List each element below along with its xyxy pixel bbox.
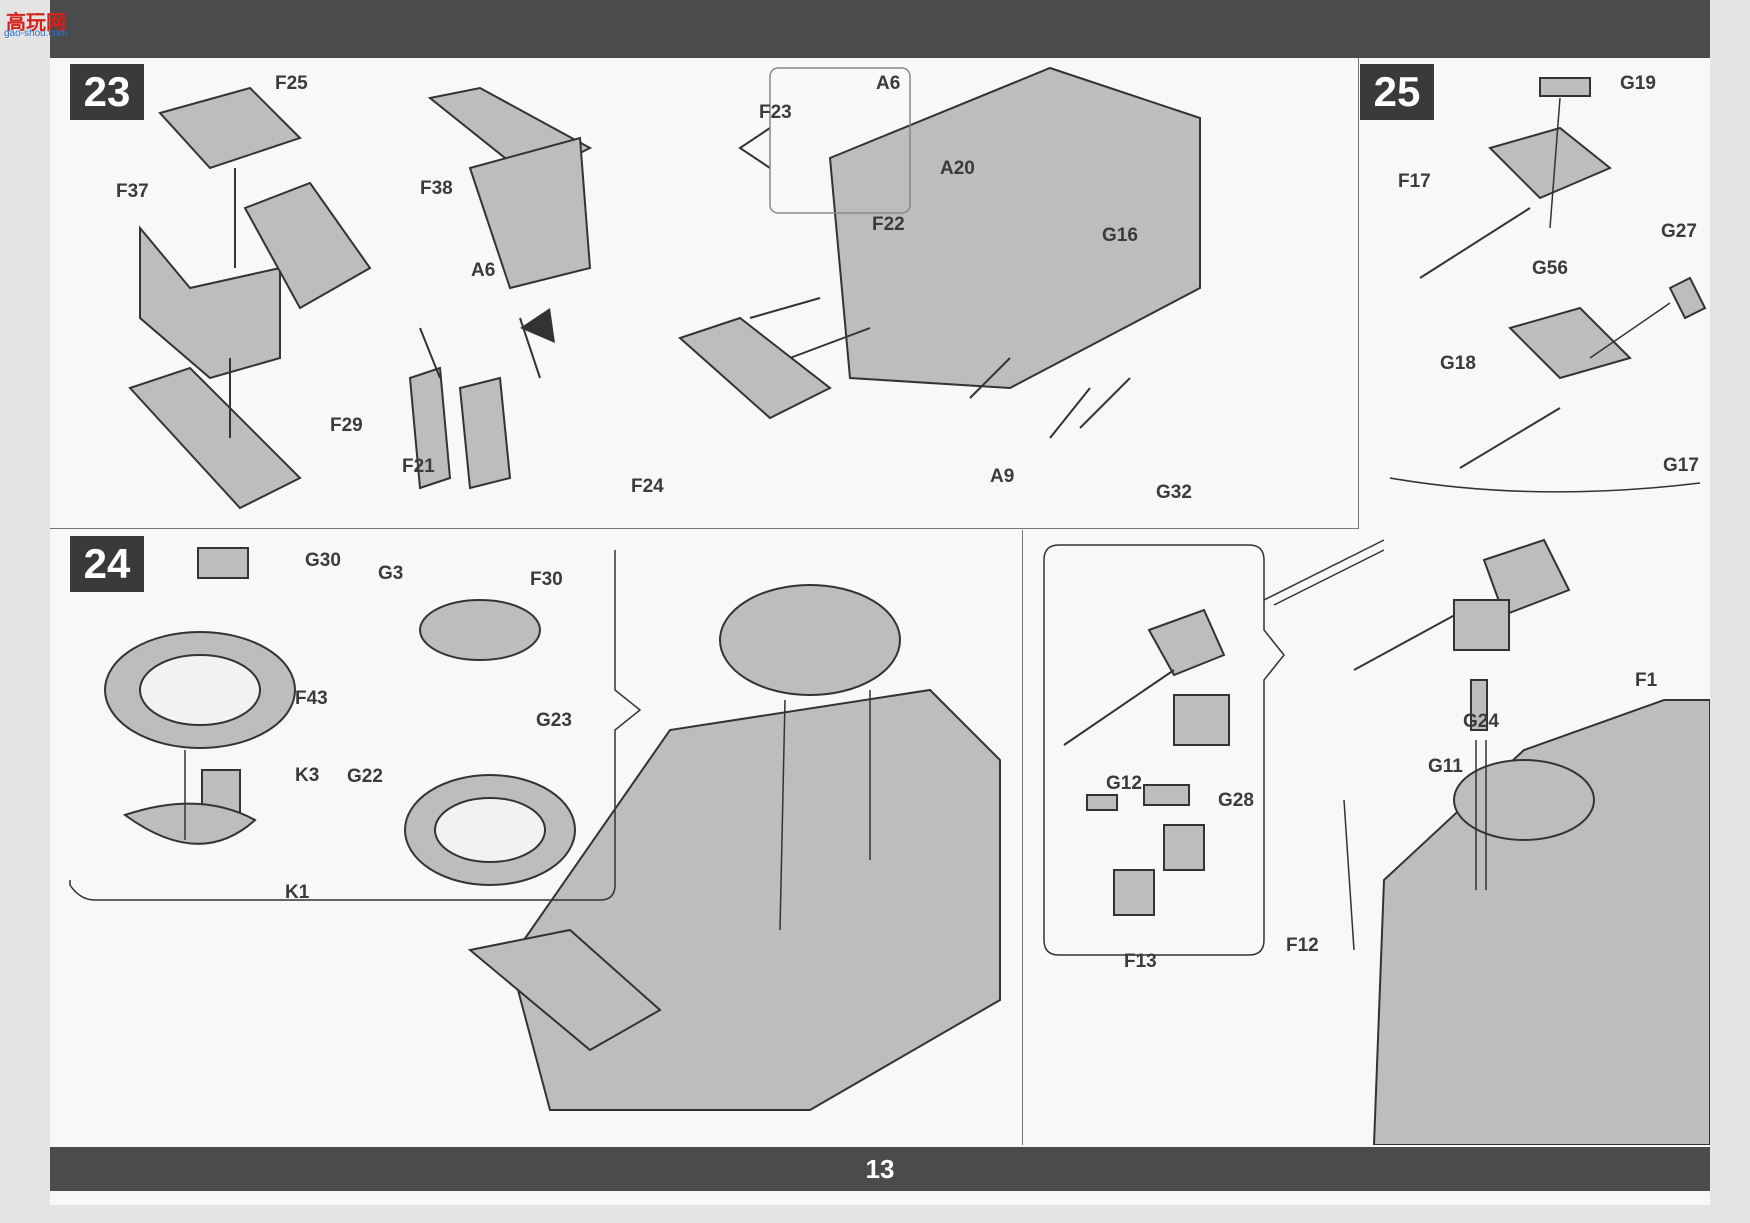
label-g32: G32 (1156, 482, 1192, 503)
label-g19: G19 (1620, 73, 1656, 94)
step-25-lower-panel: G12 G28 F12 F13 F1 G24 G11 (1024, 530, 1710, 1145)
label-g22: G22 (347, 766, 383, 787)
step-25-panel: 25 G19 F17 G56 G27 G18 G17 (1360, 58, 1710, 528)
instruction-page: 23 (50, 0, 1710, 1205)
watermark-logo: 高玩网 (6, 12, 66, 34)
step-23-illustration (128, 66, 1201, 510)
label-f23: F23 (759, 102, 792, 123)
label-f24: F24 (631, 476, 664, 497)
label-k3: K3 (295, 765, 320, 786)
label-f25: F25 (275, 73, 308, 94)
label-a20: A20 (940, 158, 975, 179)
label-f17: F17 (1398, 171, 1431, 192)
label-g23: G23 (536, 710, 572, 731)
label-f1: F1 (1635, 670, 1658, 691)
label-f43: F43 (295, 688, 328, 709)
step-24-badge: 24 (70, 536, 144, 592)
step-23-panel: 23 (50, 58, 1359, 529)
label-a6-detail: A6 (876, 73, 901, 94)
step-25-lower-illustration (1043, 538, 1710, 1145)
label-a6: A6 (471, 260, 496, 281)
label-f38: F38 (420, 178, 453, 199)
label-a9: A9 (990, 466, 1015, 487)
label-g56: G56 (1532, 258, 1568, 279)
label-g12: G12 (1106, 773, 1142, 794)
bottom-band (50, 1147, 1710, 1191)
watermark-url: gao-shou.com (4, 28, 68, 39)
label-f22: F22 (872, 214, 905, 235)
label-f29: F29 (330, 415, 363, 436)
label-f30: F30 (530, 569, 563, 590)
label-g28: G28 (1218, 790, 1254, 811)
step-25-illustration (1389, 77, 1707, 493)
step-24-panel: 24 G30 F43 K3 (50, 530, 1023, 1145)
label-g27: G27 (1661, 221, 1697, 242)
label-f37: F37 (116, 181, 149, 202)
label-f21: F21 (402, 456, 435, 477)
label-f12: F12 (1286, 935, 1319, 956)
label-g11: G11 (1428, 756, 1463, 777)
label-g18: G18 (1440, 353, 1476, 374)
label-g30: G30 (305, 550, 341, 571)
label-g24: G24 (1463, 711, 1499, 732)
step-23-badge: 23 (70, 64, 144, 120)
step-25-badge: 25 (1360, 64, 1434, 120)
label-g3: G3 (378, 563, 404, 584)
label-f13: F13 (1124, 951, 1157, 972)
label-k1: K1 (285, 882, 310, 903)
label-g16: G16 (1102, 225, 1138, 246)
label-g17: G17 (1663, 455, 1699, 476)
page-number: 13 (865, 1154, 895, 1184)
step-24-illustration (69, 547, 1001, 1111)
top-band (50, 0, 1710, 58)
